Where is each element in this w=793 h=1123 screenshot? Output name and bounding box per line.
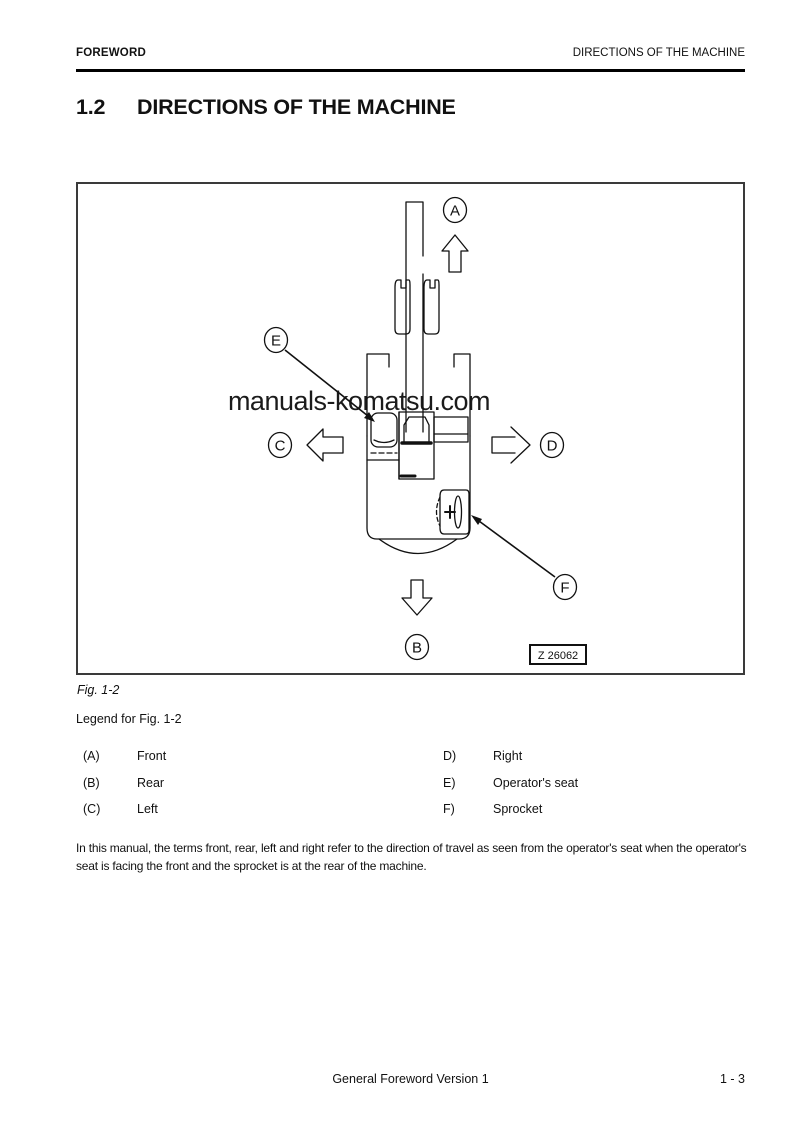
leader-line-sprocket bbox=[471, 515, 556, 578]
svg-text:C: C bbox=[275, 438, 286, 455]
svg-text:B: B bbox=[412, 640, 422, 657]
counterweight-arc bbox=[378, 538, 458, 555]
sprocket bbox=[435, 489, 470, 535]
header-section-label: FOREWORD bbox=[76, 47, 146, 59]
legend-row: (B) Rear E) Operator's seat bbox=[76, 776, 745, 803]
legend-value: Right bbox=[493, 749, 523, 763]
engine-deck bbox=[433, 416, 469, 443]
left-arrow-icon bbox=[306, 428, 344, 462]
svg-text:F: F bbox=[560, 580, 569, 597]
page-header: FOREWORD DIRECTIONS OF THE MACHINE bbox=[76, 47, 745, 59]
leader-line-seat bbox=[284, 349, 375, 422]
label-sprocket: F bbox=[552, 573, 578, 601]
drawing-number-box: Z 26062 bbox=[529, 644, 587, 665]
svg-text:E: E bbox=[271, 333, 281, 350]
machine-top-view-diagram: manuals-komatsu.com bbox=[228, 196, 587, 665]
label-left: C bbox=[267, 431, 293, 459]
deck-edge-left bbox=[366, 353, 390, 437]
legend-value: Rear bbox=[137, 775, 165, 790]
legend-value: Left bbox=[137, 802, 158, 816]
footer-page-number: 1 - 3 bbox=[719, 1072, 745, 1086]
legend-value: Sprocket bbox=[493, 802, 543, 816]
header-rule bbox=[76, 69, 745, 72]
deck-edge-right bbox=[453, 353, 471, 437]
rear-arrow-icon bbox=[401, 579, 433, 616]
header-chapter-label: DIRECTIONS OF THE MACHINE bbox=[572, 47, 745, 59]
svg-text:A: A bbox=[450, 203, 460, 220]
legend-key: E) bbox=[443, 775, 456, 790]
operator-seat bbox=[366, 411, 400, 480]
legend-heading: Legend for Fig. 1-2 bbox=[76, 712, 182, 726]
legend-key: (A) bbox=[83, 749, 100, 763]
bucket bbox=[394, 279, 440, 335]
svg-text:D: D bbox=[547, 438, 558, 455]
label-seat: E bbox=[263, 326, 289, 354]
legend-key: (B) bbox=[83, 775, 100, 790]
section-title-text: DIRECTIONS OF THE MACHINE bbox=[137, 95, 456, 119]
legend-value: Front bbox=[137, 749, 167, 763]
svg-text:Z 26062: Z 26062 bbox=[538, 650, 578, 662]
figure-panel: manuals-komatsu.com bbox=[76, 182, 745, 675]
section-number: 1.2 bbox=[76, 95, 106, 119]
boom-arm bbox=[405, 201, 424, 433]
page-title: 1.2 DIRECTIONS OF THE MACHINE bbox=[76, 95, 456, 120]
label-right: D bbox=[539, 431, 565, 459]
figure-caption: Fig. 1-2 bbox=[77, 683, 120, 697]
machine-body bbox=[366, 435, 471, 540]
label-front: A bbox=[442, 196, 468, 224]
legend-table: (A) Front D) Right (B) Rear E) Operator'… bbox=[76, 749, 745, 829]
legend-value: Operator's seat bbox=[493, 775, 579, 790]
right-arrow-icon bbox=[491, 426, 531, 464]
footer-version-text: General Foreword Version 1 bbox=[332, 1072, 489, 1086]
legend-key: F) bbox=[443, 802, 455, 816]
legend-key: (C) bbox=[83, 802, 101, 816]
label-rear: B bbox=[404, 633, 430, 661]
front-arrow-icon bbox=[441, 234, 469, 273]
body-paragraph: In this manual, the terms front, rear, l… bbox=[76, 841, 747, 873]
boom-mount bbox=[398, 411, 435, 480]
legend-key: D) bbox=[443, 749, 457, 763]
legend-row: (A) Front D) Right bbox=[76, 749, 745, 776]
legend-row: (C) Left F) Sprocket bbox=[76, 802, 745, 829]
watermark-text: manuals-komatsu.com bbox=[228, 386, 490, 416]
